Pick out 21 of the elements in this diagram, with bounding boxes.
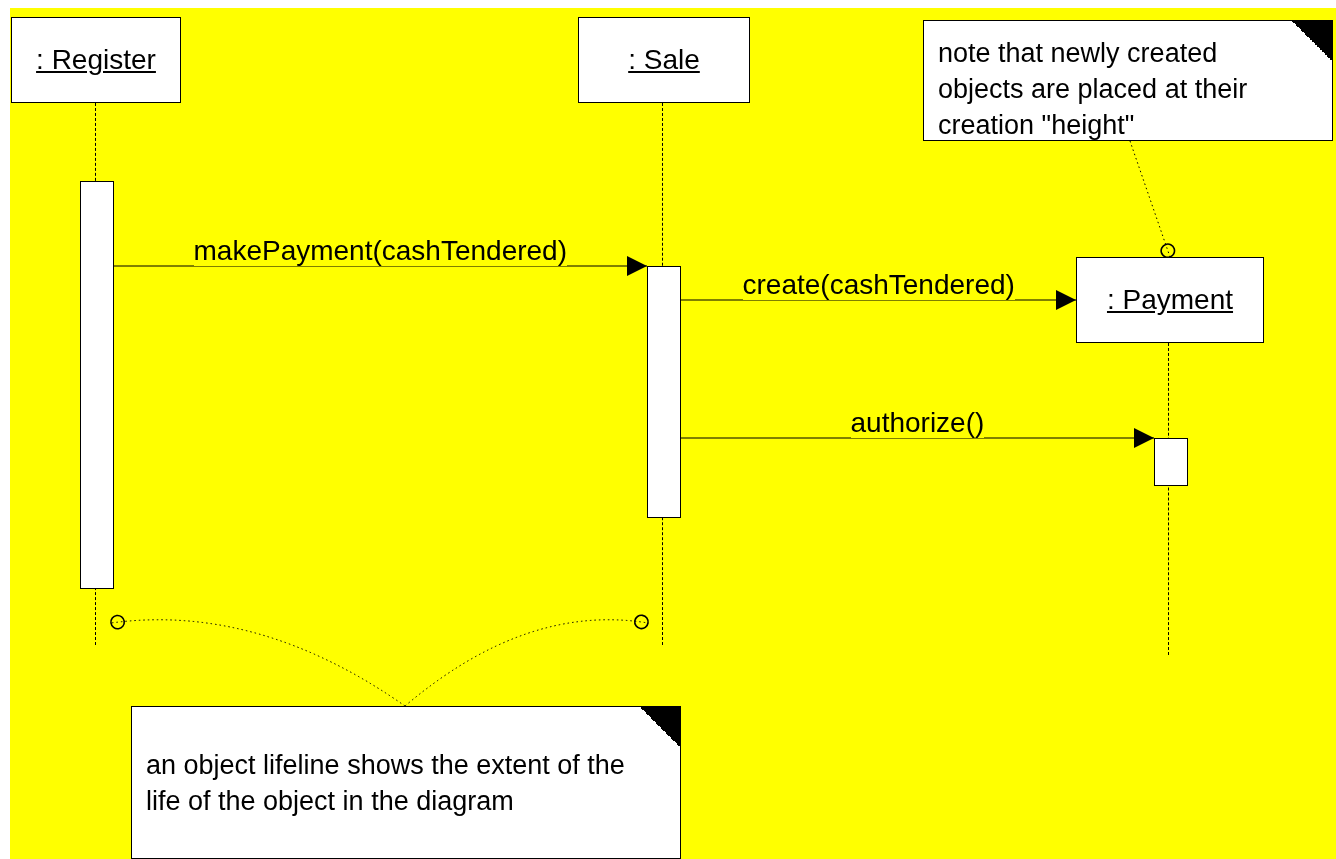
- lifeline: [1168, 343, 1170, 655]
- activation-bar: [80, 181, 114, 589]
- message-arrow: [680, 428, 1155, 448]
- leader-line: [110, 614, 406, 707]
- activation-bar: [1154, 438, 1188, 486]
- note-box: [131, 706, 681, 859]
- object-box: [1076, 257, 1264, 343]
- message-arrow: [680, 290, 1077, 310]
- message-arrow: [113, 256, 648, 276]
- object-name: : Payment: [1106, 284, 1234, 316]
- leader-line: [1129, 140, 1176, 259]
- object-name: : Sale: [628, 44, 700, 76]
- object-name: : Register: [36, 44, 156, 76]
- lifeline: [662, 103, 664, 645]
- activation-bar: [647, 266, 681, 518]
- object-box: [11, 17, 181, 103]
- note-text: an object lifeline shows the extent of the life of the object in the diagram: [146, 749, 626, 818]
- note-text: note that newly created objects are placed at their creation "height": [938, 37, 1249, 142]
- leader-line: [404, 614, 649, 707]
- object-box: [578, 17, 750, 103]
- note-box: [923, 20, 1333, 141]
